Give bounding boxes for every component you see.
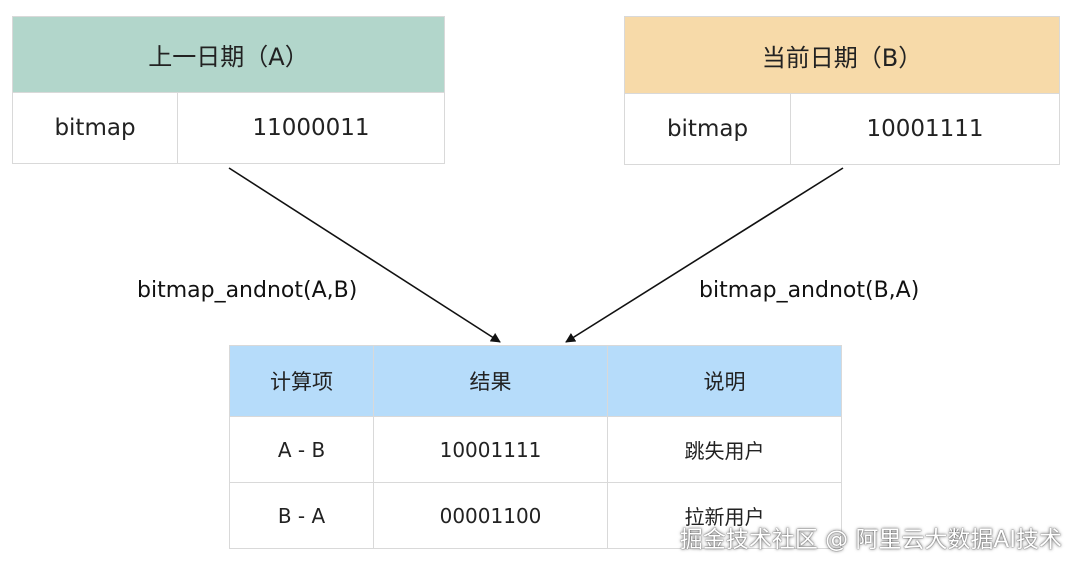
- column-header-result: 结果: [373, 345, 608, 417]
- row-result: 10001111: [373, 416, 608, 483]
- row-item: A - B: [229, 416, 374, 483]
- column-header-item: 计算项: [229, 345, 374, 417]
- result-table: 计算项 结果 说明 A - B 10001111 跳失用户 B - A 0000…: [229, 345, 842, 549]
- previous-bitmap-value: 11000011: [177, 92, 445, 164]
- row-description: 拉新用户: [607, 482, 842, 549]
- previous-bitmap-label: bitmap: [12, 92, 178, 164]
- row-result: 00001100: [373, 482, 608, 549]
- table-row: A - B 10001111 跳失用户: [229, 416, 842, 483]
- current-date-table: 当前日期（B） bitmap 10001111: [624, 16, 1060, 165]
- table-row: B - A 00001100 拉新用户: [229, 482, 842, 549]
- row-item: B - A: [229, 482, 374, 549]
- row-description: 跳失用户: [607, 416, 842, 483]
- current-bitmap-label: bitmap: [624, 93, 791, 165]
- current-date-header: 当前日期（B）: [624, 16, 1060, 94]
- arrow-right: [565, 167, 844, 343]
- column-header-description: 说明: [607, 345, 842, 417]
- previous-date-table: 上一日期（A） bitmap 11000011: [12, 16, 445, 164]
- current-bitmap-value: 10001111: [790, 93, 1060, 165]
- watermark: 掘金技术社区 @ 阿里云大数据AI技术: [679, 527, 1062, 553]
- andnot-a-b-label: bitmap_andnot(A,B): [137, 278, 358, 303]
- andnot-b-a-label: bitmap_andnot(B,A): [699, 278, 920, 303]
- previous-date-header: 上一日期（A）: [12, 16, 445, 93]
- arrow-left: [228, 167, 501, 343]
